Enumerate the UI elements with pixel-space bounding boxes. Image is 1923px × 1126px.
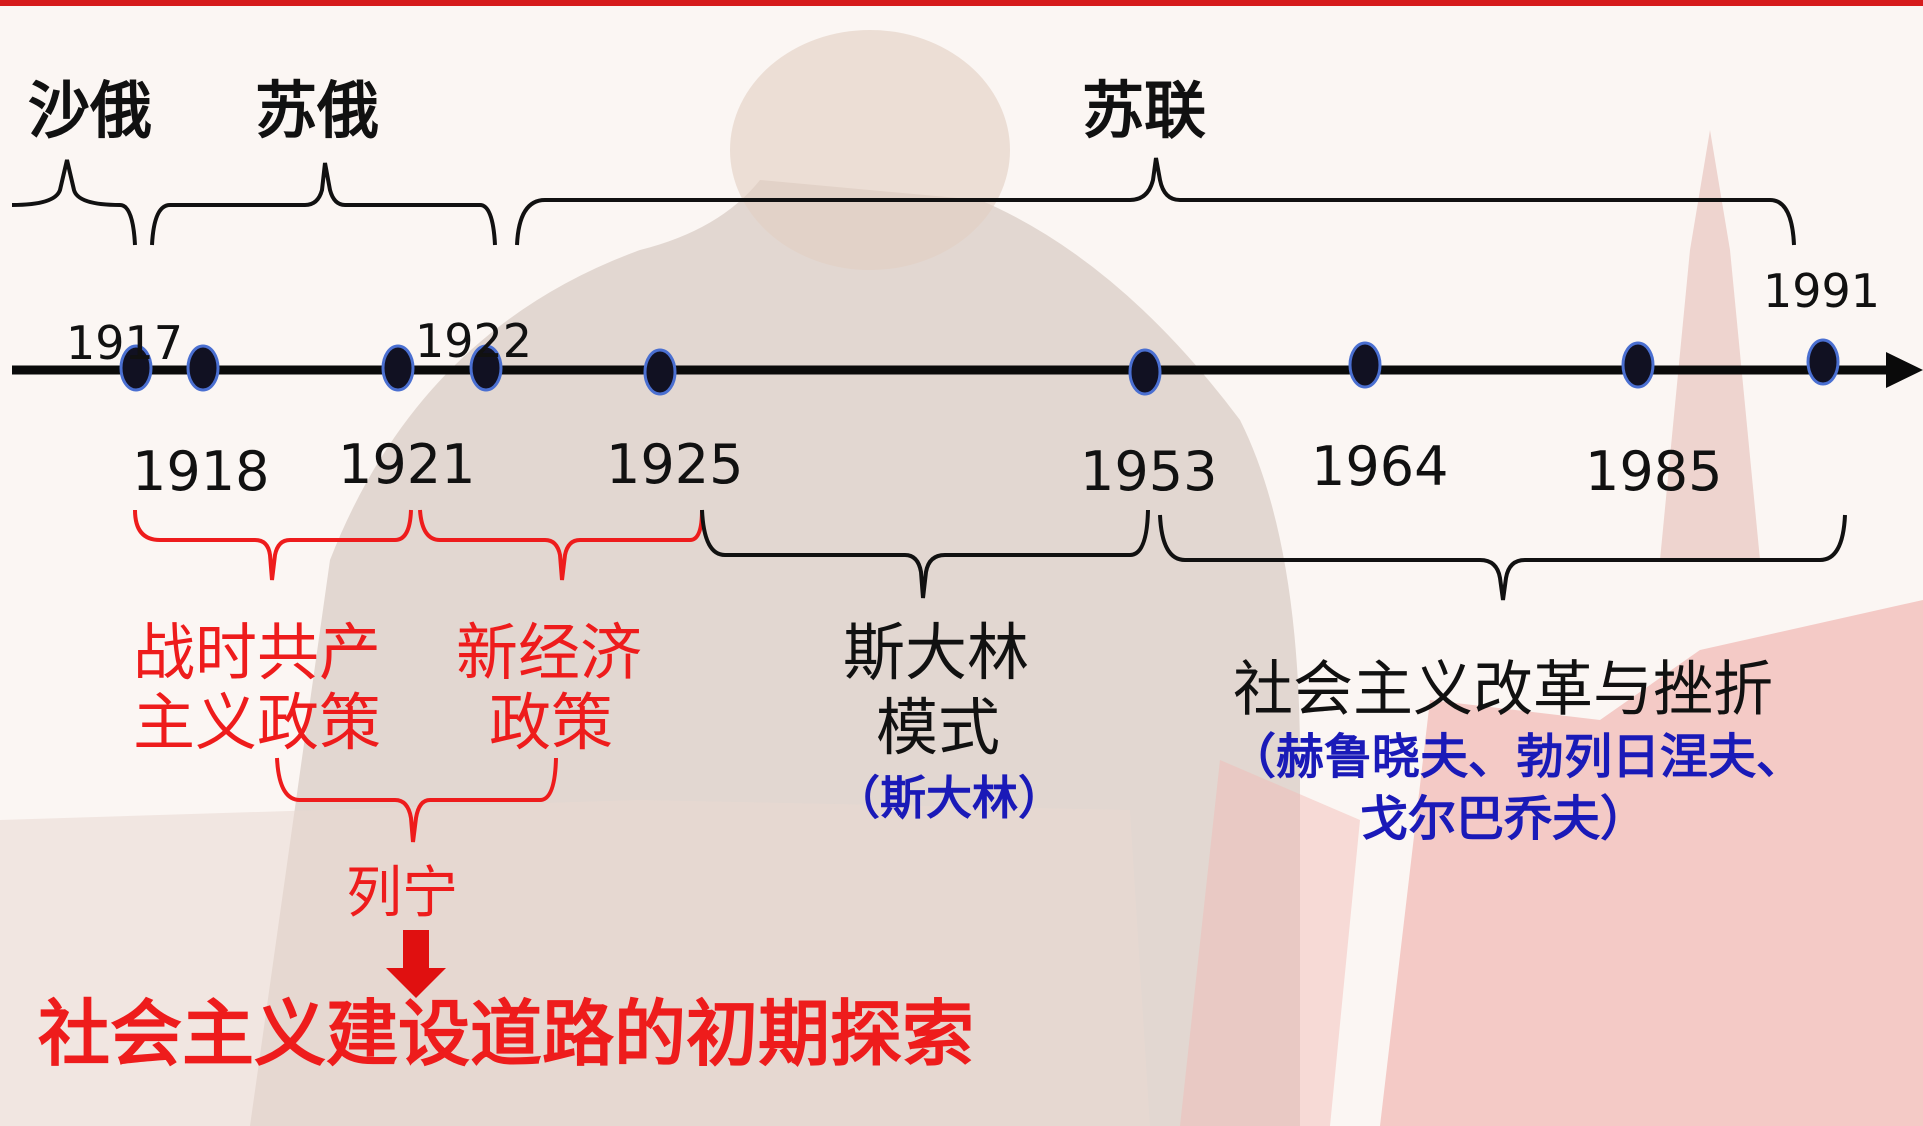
nep-line1: 新经济 bbox=[456, 616, 643, 689]
lenin-label: 列宁 bbox=[346, 861, 458, 926]
brace-soviet-russia bbox=[150, 162, 497, 246]
red-flags bbox=[1380, 600, 1923, 1126]
reform-leaders-line1: （赫鲁晓夫、勃列日涅夫、 bbox=[1228, 729, 1805, 785]
brace-stalin bbox=[700, 509, 1150, 599]
dot-1918 bbox=[186, 344, 220, 392]
podium-shape bbox=[0, 800, 1150, 1126]
year-1985: 1985 bbox=[1585, 440, 1723, 503]
year-1921: 1921 bbox=[338, 433, 476, 496]
stalin-model-line1: 斯大林 bbox=[843, 616, 1030, 689]
dot-1921 bbox=[381, 344, 415, 392]
dot-1985 bbox=[1621, 341, 1655, 389]
brace-lenin bbox=[275, 757, 558, 843]
year-1918: 1918 bbox=[132, 440, 270, 503]
dot-1991 bbox=[1806, 338, 1840, 386]
brace-nep bbox=[418, 509, 704, 581]
year-1917: 1917 bbox=[66, 316, 184, 370]
brace-reform bbox=[1158, 514, 1847, 601]
year-1991: 1991 bbox=[1763, 264, 1881, 318]
brace-war-communism bbox=[133, 509, 413, 581]
year-1925: 1925 bbox=[606, 433, 744, 496]
phase-braces bbox=[133, 509, 1847, 843]
dot-1922 bbox=[469, 344, 503, 392]
dot-1953 bbox=[1128, 348, 1162, 396]
conclusion-text: 社会主义建设道路的初期探索 bbox=[38, 992, 975, 1076]
era-label-tsarist: 沙俄 bbox=[28, 74, 153, 147]
dot-1925 bbox=[643, 348, 677, 396]
reform-leaders-line2: 戈尔巴乔夫） bbox=[1360, 791, 1649, 847]
head-shape bbox=[730, 30, 1010, 270]
year-1964: 1964 bbox=[1311, 435, 1449, 498]
war-communism-line2: 主义政策 bbox=[133, 686, 382, 759]
era-braces bbox=[11, 157, 1796, 246]
brace-tsarist bbox=[11, 159, 137, 246]
dot-1964 bbox=[1348, 341, 1382, 389]
war-communism-line1: 战时共产 bbox=[133, 616, 382, 689]
tower-shape bbox=[1660, 130, 1760, 560]
stalin-model-line2: 模式 bbox=[876, 691, 1001, 764]
red-flag-left bbox=[1180, 760, 1360, 1126]
down-arrow bbox=[386, 930, 446, 998]
era-label-ussr: 苏联 bbox=[1082, 74, 1207, 147]
year-1922: 1922 bbox=[415, 314, 533, 368]
brace-ussr bbox=[515, 157, 1796, 246]
reform-title: 社会主义改革与挫折 bbox=[1233, 655, 1773, 725]
top-red-border bbox=[0, 0, 1923, 6]
axis-arrowhead bbox=[1886, 352, 1923, 388]
dot-1917 bbox=[119, 344, 153, 392]
stalin-person: （斯大林） bbox=[834, 771, 1064, 825]
year-1953: 1953 bbox=[1080, 440, 1218, 503]
era-label-soviet-russia: 苏俄 bbox=[255, 74, 380, 147]
nep-line2: 政策 bbox=[489, 686, 614, 759]
timeline-dots bbox=[119, 338, 1840, 396]
